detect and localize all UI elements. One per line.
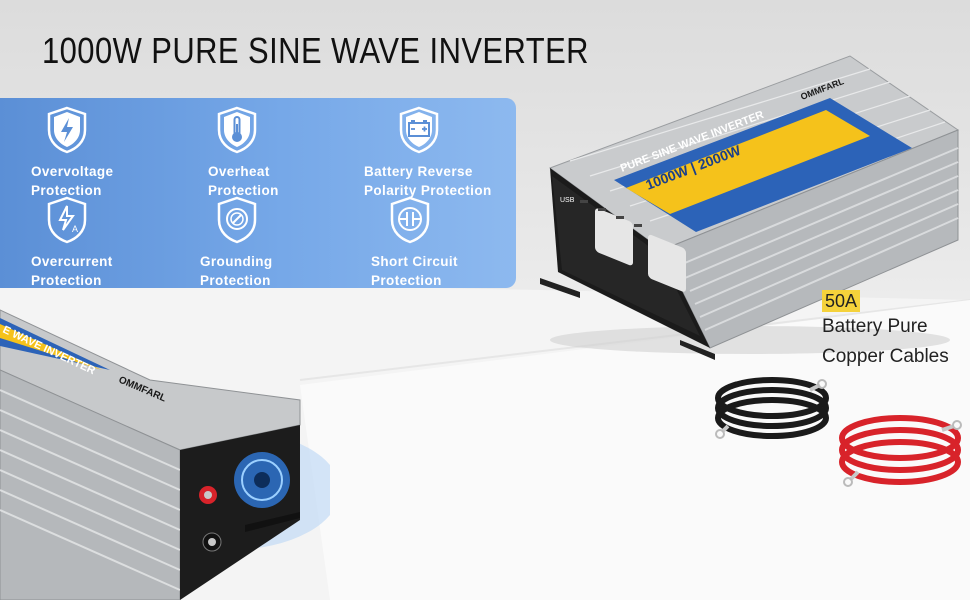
feature-label: Polarity Protection: [364, 183, 492, 198]
battery-cables-image: [715, 377, 962, 487]
inverter-left-image: E WAVE INVERTER OMMFARL: [0, 309, 330, 600]
feature-label: Protection: [31, 273, 102, 288]
feature-label: Protection: [200, 273, 271, 288]
features-panel: Overvoltage Protection Overheat Protecti…: [0, 98, 516, 288]
feature-label: Protection: [208, 183, 279, 198]
lightning-shield-icon: [47, 106, 87, 154]
cables-line-1: Battery Pure: [822, 316, 928, 337]
feature-label: Short Circuit: [371, 254, 458, 269]
svg-text:A: A: [72, 224, 78, 234]
svg-text:USB: USB: [560, 197, 575, 204]
cables-caption: 50A Battery Pure Copper Cables: [822, 290, 949, 372]
feature-label: Protection: [31, 183, 102, 198]
page-title: 1000W PURE SINE WAVE INVERTER: [42, 30, 589, 71]
feature-label: Overcurrent: [31, 254, 113, 269]
feature-label: Battery Reverse: [364, 164, 473, 179]
cables-line-2: Copper Cables: [822, 346, 949, 367]
current-shield-icon: A: [47, 196, 87, 244]
inverter-right-image: USB 1000W | 2000W PURE SINE WAVE INVERTE…: [540, 55, 960, 360]
short-circuit-shield-icon: [390, 196, 430, 244]
feature-label: Grounding: [200, 254, 273, 269]
battery-shield-icon: [399, 106, 439, 154]
feature-label: Overvoltage: [31, 164, 114, 179]
thermometer-shield-icon: [217, 106, 257, 154]
amp-badge: 50A: [822, 290, 861, 312]
feature-label: Protection: [371, 273, 442, 288]
ground-shield-icon: [217, 196, 257, 244]
feature-label: Overheat: [208, 164, 270, 179]
